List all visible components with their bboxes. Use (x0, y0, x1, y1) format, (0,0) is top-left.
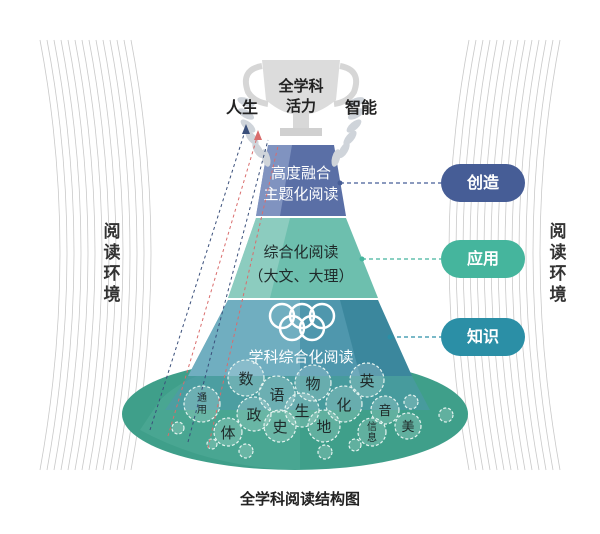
environment-line (532, 39, 554, 471)
subject-bubbles (171, 359, 454, 460)
environment-line (74, 39, 96, 471)
subject-general-tech-line2: 用 (197, 405, 207, 416)
connector-create-dot (337, 180, 343, 186)
tier-top-line1: 高度融合 (271, 164, 331, 182)
growth-arrows (149, 127, 279, 449)
left-side-label: 阅 读 环 境 (103, 222, 121, 305)
laurel-leaf (347, 108, 365, 120)
subject-geography: 地 (316, 418, 331, 436)
diagram-caption: 全学科阅读结构图 (239, 490, 360, 508)
connector-knowledge-dot (387, 334, 393, 340)
environment-line (53, 39, 75, 471)
connector-apply-dot (359, 256, 365, 262)
laurel-leaf (252, 141, 264, 159)
laurel-leaf (237, 108, 255, 120)
tier-bottom-left-shade (188, 300, 300, 376)
environment-line (60, 39, 82, 471)
subject-info-line2: 息 (367, 431, 377, 444)
trophy-text-line1: 全学科 (277, 77, 323, 95)
environment-line (46, 39, 68, 471)
environment-line (102, 39, 124, 471)
laurel-leaf (338, 141, 350, 159)
wreath-left-text: 人生 (226, 98, 258, 117)
right-side-label: 阅 读 环 境 (549, 222, 567, 305)
arrow-heads (242, 124, 262, 140)
subject-chemistry: 化 (336, 396, 351, 414)
tier-middle-line2: （大文、大理） (248, 267, 353, 285)
tier-middle-line1: 综合化阅读 (263, 243, 338, 261)
tier-bottom-right-shade (340, 300, 412, 376)
subject-physics: 物 (305, 375, 320, 393)
laurel-leaf (343, 130, 357, 146)
subject-pe: 体 (220, 424, 235, 442)
laurel-leaf (237, 97, 255, 107)
subject-info-line1: 信 (367, 421, 377, 433)
environment-line (67, 39, 89, 471)
subject-labels: 数 英 物 语 化 通 用 政 生 体 史 地 音 信 息 美 (197, 370, 415, 444)
pill-create: 创造 (441, 164, 525, 202)
laurel-leaf (261, 149, 271, 167)
tier-top-line2: 主题化阅读 (263, 185, 338, 203)
subject-art: 美 (401, 420, 414, 435)
subject-chinese: 语 (269, 386, 284, 404)
olympic-rings-icon (268, 302, 336, 342)
tier-middle-left-shade (228, 218, 290, 298)
laurel-wreath-icon (237, 97, 365, 167)
environment-line (88, 39, 110, 471)
trophy-text-line2: 活力 (286, 97, 316, 115)
laurel-leaf (346, 119, 362, 133)
environment-line (525, 39, 547, 471)
subject-english: 英 (359, 372, 374, 390)
pill-apply: 应用 (441, 240, 525, 278)
environment-line (39, 39, 61, 471)
environment-line (95, 39, 117, 471)
environment-line (539, 39, 561, 471)
subject-general-tech-line1: 通 (197, 392, 207, 404)
subject-history: 史 (272, 418, 287, 436)
laurel-leaf (347, 97, 365, 107)
environment-line (81, 39, 103, 471)
laurel-leaf (331, 149, 341, 167)
tier-bottom-label: 学科综合化阅读 (248, 348, 353, 366)
subject-biology: 生 (294, 402, 309, 420)
environment-line (109, 39, 131, 471)
subject-math: 数 (238, 370, 253, 388)
pill-knowledge: 知识 (441, 318, 525, 356)
wreath-right-text: 智能 (345, 98, 377, 117)
subject-politics: 政 (246, 406, 261, 424)
trophy-icon (242, 60, 360, 136)
subject-music: 音 (378, 403, 391, 419)
laurel-leaf (240, 119, 256, 133)
